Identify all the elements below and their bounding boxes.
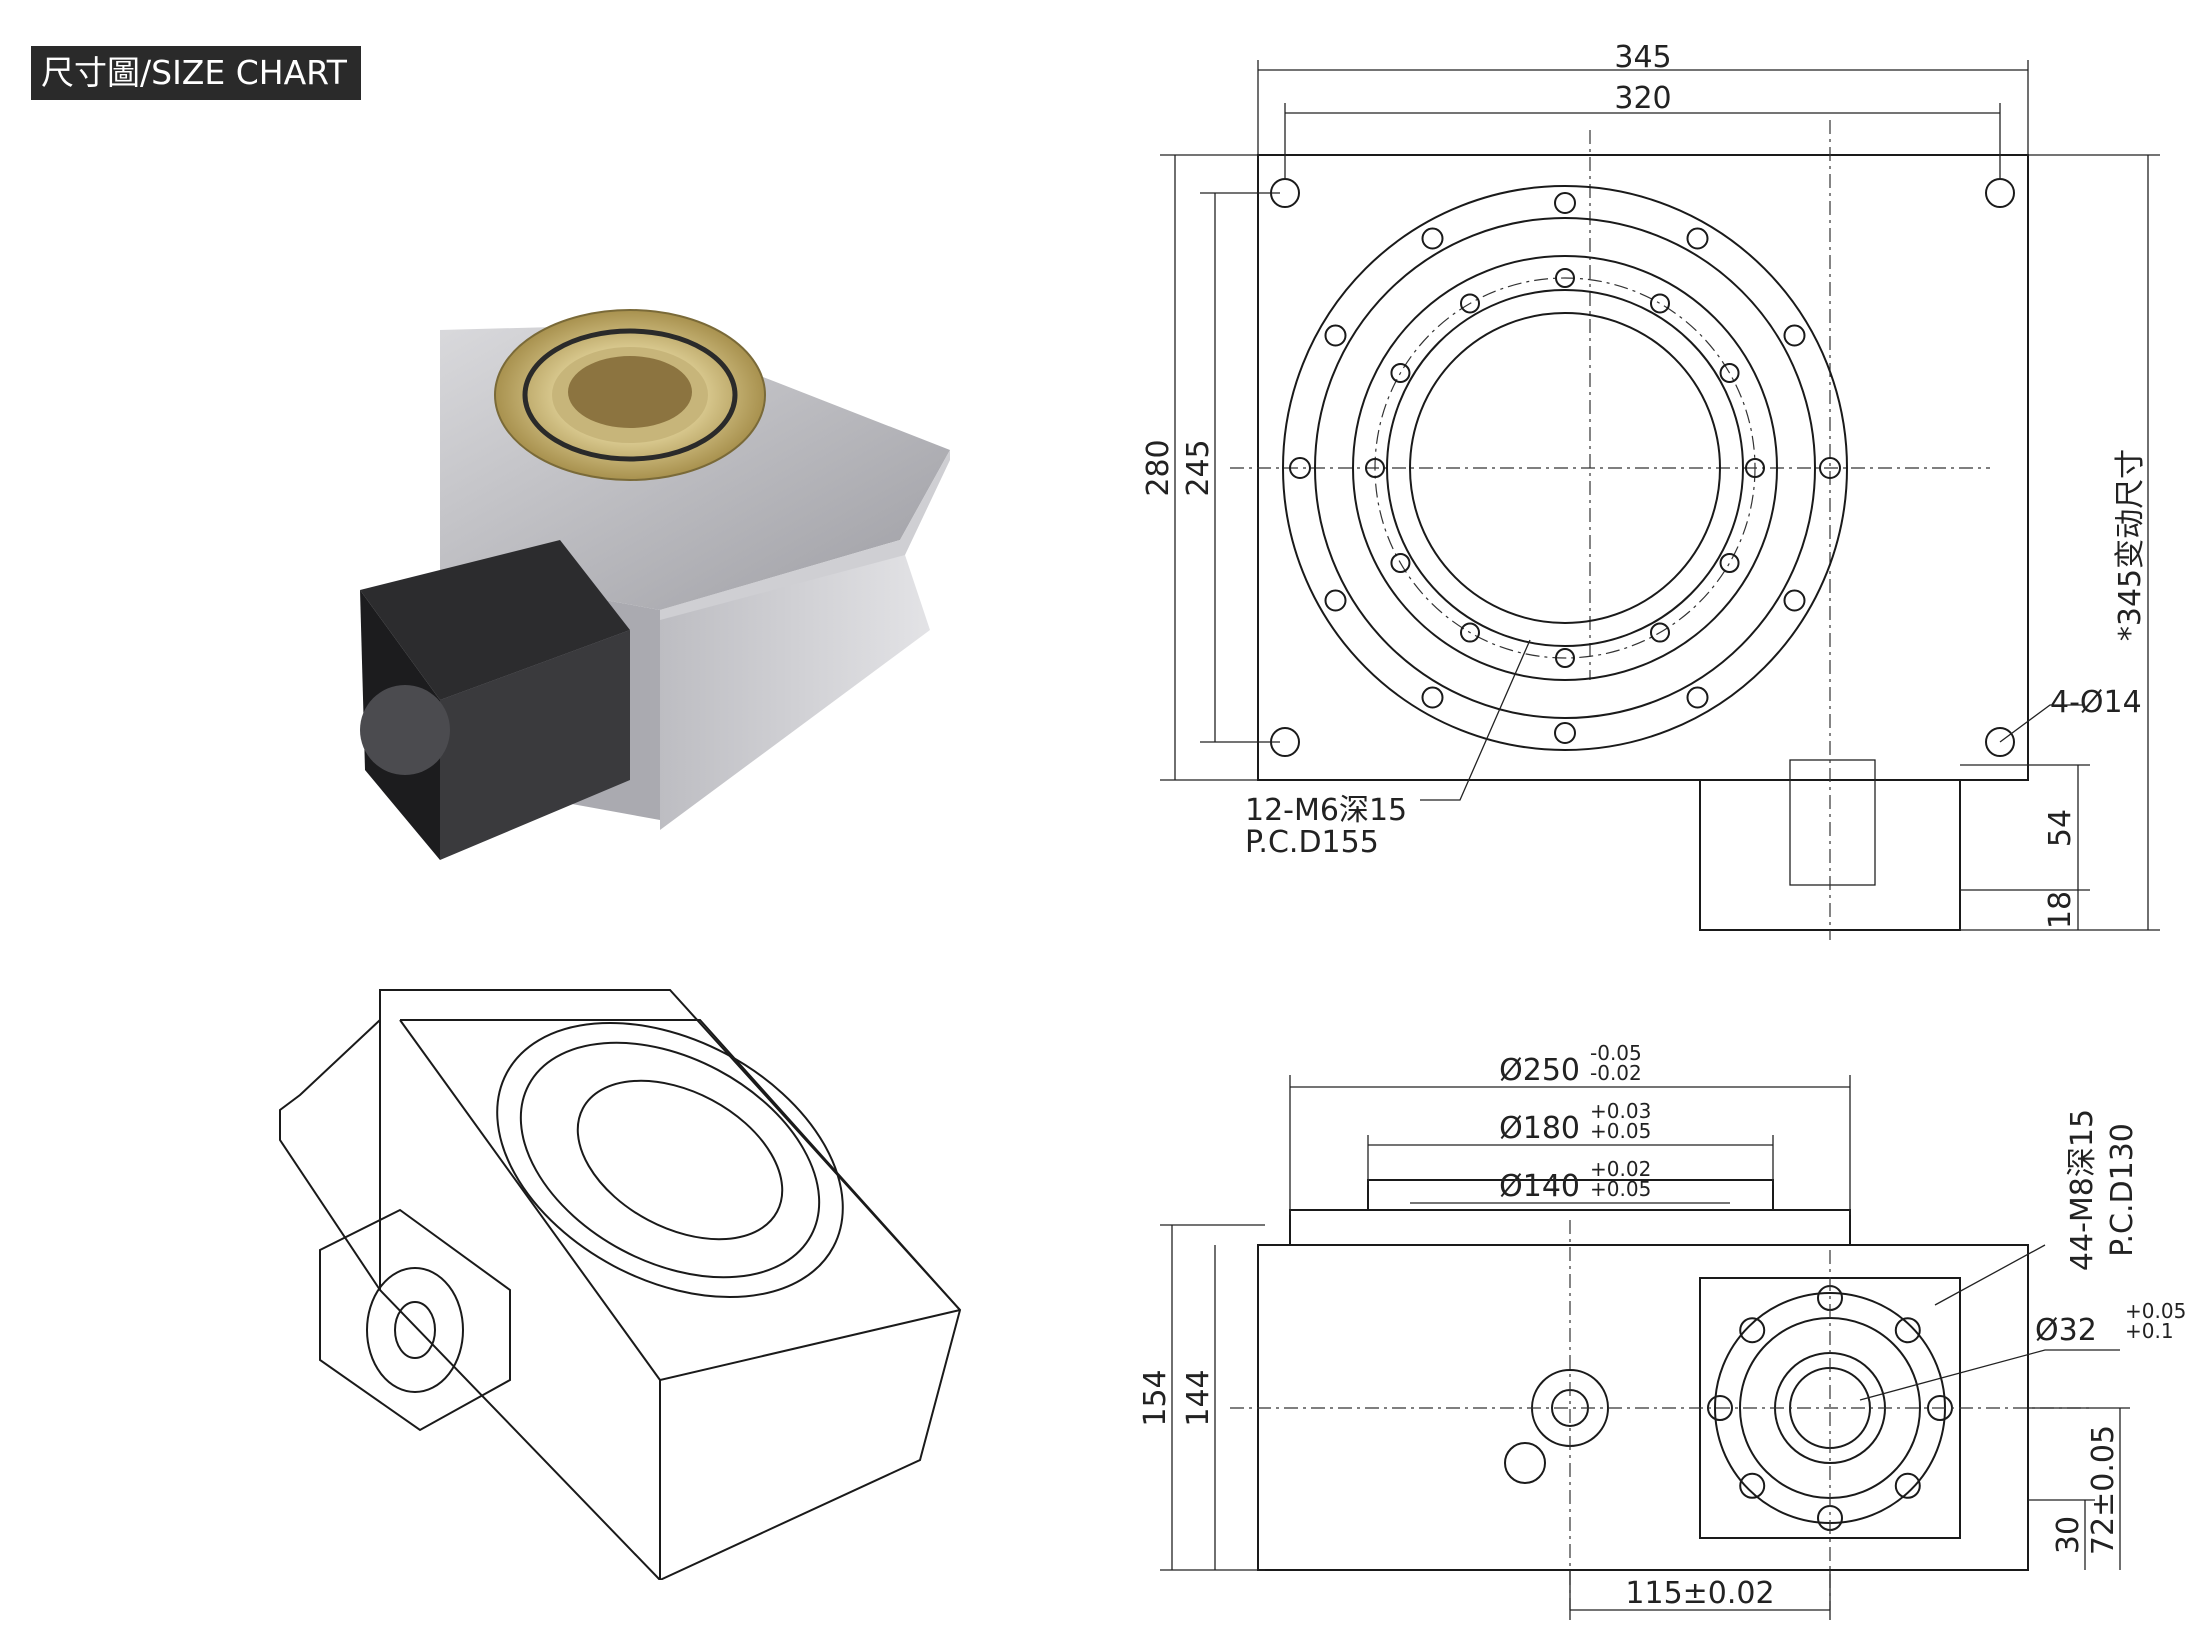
front-dim-115: 115±0.02 bbox=[1625, 1576, 1774, 1611]
top-bore bbox=[1409, 312, 1721, 624]
front-dim-motor-pcd: P.C.D130 bbox=[2105, 1123, 2140, 1257]
top-outer-bolt bbox=[1686, 686, 1709, 709]
top-dim-18: 18 bbox=[2043, 891, 2078, 929]
front-dim-d250-tol-lower: -0.02 bbox=[1590, 1061, 1642, 1085]
front-dim-d140-tol-upper: +0.02 bbox=[1590, 1157, 1651, 1181]
top-dim-54: 54 bbox=[2043, 809, 2078, 847]
iso-housing bbox=[279, 989, 962, 1580]
top-outer-bolt bbox=[1819, 457, 1841, 479]
front-dim-d250-tol-upper: -0.05 bbox=[1590, 1041, 1642, 1065]
front-center-boss bbox=[1531, 1369, 1609, 1447]
product-photo bbox=[360, 309, 950, 860]
front-dim-30: 30 bbox=[2051, 1516, 2086, 1554]
front-motor-bolt bbox=[1894, 1472, 1921, 1499]
top-dim-tapped-pcd: P.C.D155 bbox=[1245, 825, 1379, 860]
top-inner-bolt bbox=[1365, 458, 1385, 478]
top-inner-bolt bbox=[1555, 648, 1575, 668]
top-dim-245: 245 bbox=[1181, 439, 1216, 496]
top-outer-bolt bbox=[1324, 589, 1347, 612]
top-dim-280: 280 bbox=[1141, 439, 1176, 496]
top-inner-bolt bbox=[1719, 553, 1740, 573]
top-inner-bolt bbox=[1460, 622, 1480, 643]
top-dim-variable: *345变动尺寸 bbox=[2113, 449, 2148, 641]
front-dim-d140: Ø140 bbox=[1499, 1169, 1580, 1204]
top-outer-bolt bbox=[1783, 589, 1806, 612]
front-motor-bolt bbox=[1894, 1317, 1921, 1344]
iso-motor-flange bbox=[319, 1208, 511, 1432]
top-dim-320: 320 bbox=[1614, 81, 1671, 116]
front-dim-144: 144 bbox=[1181, 1369, 1216, 1426]
top-outer-bolt bbox=[1554, 192, 1576, 214]
front-dim-d250: Ø250 bbox=[1499, 1053, 1580, 1088]
photo-rotary-ring bbox=[494, 309, 766, 481]
front-dim-72: 72±0.05 bbox=[2086, 1425, 2121, 1555]
top-inner-bolt bbox=[1390, 553, 1411, 573]
front-dim-d180: Ø180 bbox=[1499, 1111, 1580, 1146]
top-outer-bolts bbox=[1289, 192, 1841, 744]
top-outer-bolt bbox=[1554, 722, 1576, 744]
iso-ring bbox=[496, 1021, 844, 1299]
top-dim-345: 345 bbox=[1614, 40, 1671, 75]
top-outer-bolt bbox=[1783, 324, 1806, 347]
front-dim-154: 154 bbox=[1138, 1369, 1173, 1426]
front-dim-shaft-tol-upper: +0.05 bbox=[2125, 1299, 2186, 1323]
top-outer-bolt bbox=[1421, 227, 1444, 250]
top-outer-bolt bbox=[1324, 324, 1347, 347]
top-inner-bolt bbox=[1719, 363, 1740, 383]
top-outer-bolt bbox=[1686, 227, 1709, 250]
front-dim-shaft: Ø32 bbox=[2035, 1313, 2097, 1348]
front-dim-motor-holes: 44-M8深15 bbox=[2065, 1109, 2100, 1271]
size-chart-title: 尺寸圖/SIZE CHART bbox=[31, 46, 361, 100]
top-inner-bolt bbox=[1390, 363, 1411, 383]
front-dim-d140-tol-lower: +0.05 bbox=[1590, 1177, 1651, 1201]
top-motor-shaft bbox=[1789, 759, 1876, 886]
top-outer-bolt bbox=[1289, 457, 1311, 479]
front-motor-bolt bbox=[1739, 1472, 1766, 1499]
isometric-drawing bbox=[279, 989, 962, 1580]
front-motor-bolt bbox=[1739, 1317, 1766, 1344]
top-inner-bolt bbox=[1650, 622, 1670, 643]
top-ring-outer bbox=[1282, 185, 1848, 751]
front-dim-d180-tol-lower: +0.05 bbox=[1590, 1119, 1651, 1143]
top-inner-bolt bbox=[1745, 458, 1765, 478]
top-inner-bolt bbox=[1555, 268, 1575, 288]
top-inner-bolts bbox=[1365, 268, 1765, 668]
photo-motor-flange bbox=[360, 540, 630, 860]
top-dim-tapped-holes: 12-M6深15 bbox=[1245, 793, 1407, 828]
top-inner-bolt bbox=[1460, 293, 1480, 314]
front-dim-shaft-tol-lower: +0.1 bbox=[2125, 1319, 2174, 1343]
top-dim-corner-holes: 4-Ø14 bbox=[2050, 685, 2142, 720]
top-inner-bolt bbox=[1650, 293, 1670, 314]
front-dim-d180-tol-upper: +0.03 bbox=[1590, 1099, 1651, 1123]
top-outer-bolt bbox=[1421, 686, 1444, 709]
